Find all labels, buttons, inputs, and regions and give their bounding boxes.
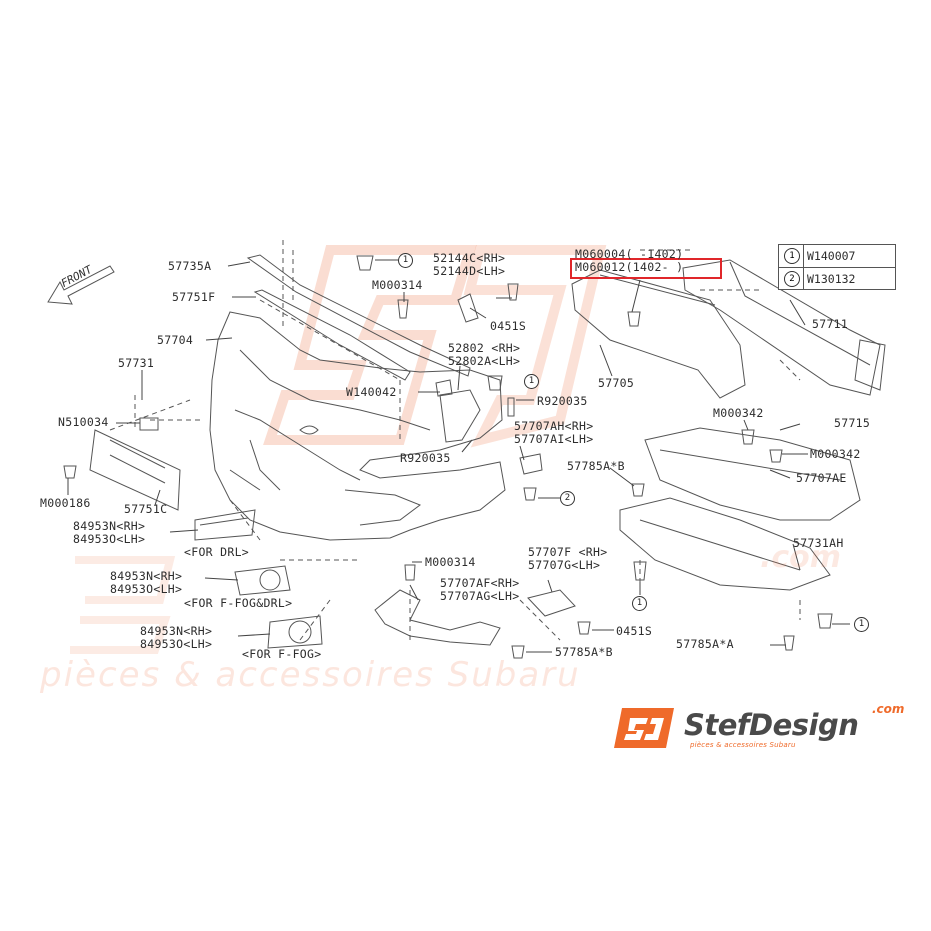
part-label: M000342 — [713, 406, 764, 420]
part-label: 57785A*B — [555, 645, 613, 659]
part-label: 57785A*B — [567, 459, 625, 473]
part-label: 52802 <RH> — [448, 341, 521, 355]
part-label: 84953O<LH> — [140, 637, 213, 651]
callout-circle: 1 — [632, 596, 647, 611]
watermark-dotcom: .com — [760, 540, 842, 575]
part-label: 57785A*A — [676, 637, 734, 651]
part-label: N510034 — [58, 415, 109, 429]
highlighted-part-label: M060012(1402- ) — [575, 260, 684, 274]
sd-logo-icon — [614, 708, 674, 748]
part-label: 0451S — [616, 624, 653, 638]
part-label: 84953N<RH> — [140, 624, 213, 638]
part-label: 57707AI<LH> — [514, 432, 594, 446]
part-label: 57731AH — [793, 536, 844, 550]
part-label: M000314 — [372, 278, 423, 292]
callout-circle: 2 — [560, 491, 575, 506]
legend-number: 2 — [784, 271, 800, 287]
part-label: M000314 — [425, 555, 476, 569]
part-label: 52144D<LH> — [433, 264, 506, 278]
part-label: 57707AG<LH> — [440, 589, 520, 603]
highlighted-part-box — [570, 258, 722, 279]
callout-circle: 1 — [524, 374, 539, 389]
callout-circle: 1 — [854, 617, 869, 632]
part-label: 52144C<RH> — [433, 251, 506, 265]
legend-row: 1 W140007 — [779, 245, 895, 267]
part-label: M000342 — [810, 447, 861, 461]
logo-tagline: pièces & accessoires Subaru — [690, 741, 796, 749]
part-label: 84953O<LH> — [110, 582, 183, 596]
part-label: R920035 — [400, 451, 451, 465]
legend-number: 1 — [784, 248, 800, 264]
brand-logo: StefDesign .com pièces & accessoires Sub… — [612, 702, 922, 756]
part-label: W140042 — [346, 385, 397, 399]
part-label: 84953N<RH> — [110, 569, 183, 583]
part-label: 57735A — [168, 259, 212, 273]
part-label: M060004( -1402) — [575, 247, 684, 261]
variant-note: <FOR F-FOG&DRL> — [184, 596, 293, 610]
variant-note: <FOR DRL> — [184, 545, 250, 559]
part-label: 57715 — [834, 416, 871, 430]
part-label: 57707AH<RH> — [514, 419, 594, 433]
logo-dotcom: .com — [872, 702, 905, 716]
variant-note: <FOR F-FOG> — [242, 647, 322, 661]
legend-code: W130132 — [807, 272, 856, 286]
watermark-tagline: pièces & accessoires Subaru — [40, 655, 581, 695]
part-label: 57705 — [598, 376, 635, 390]
fastener-legend: 1 W140007 2 W130132 — [778, 244, 896, 290]
part-label: 57707F <RH> — [528, 545, 608, 559]
logo-wordmark: StefDesign — [684, 708, 859, 742]
part-label: R920035 — [537, 394, 588, 408]
part-label: 0451S — [490, 319, 527, 333]
part-label: 57707AF<RH> — [440, 576, 520, 590]
part-label: 57731 — [118, 356, 155, 370]
part-label: 57751C — [124, 502, 168, 516]
legend-code: W140007 — [807, 249, 856, 263]
part-label: 84953N<RH> — [73, 519, 146, 533]
part-label: 57751F — [172, 290, 216, 304]
part-label: 84953O<LH> — [73, 532, 146, 546]
part-label: 57704 — [157, 333, 194, 347]
callout-circle: 1 — [398, 253, 413, 268]
part-label: 57707G<LH> — [528, 558, 601, 572]
part-label: 57711 — [812, 317, 849, 331]
part-label: 57707AE — [796, 471, 847, 485]
part-label: 52802A<LH> — [448, 354, 521, 368]
legend-row: 2 W130132 — [779, 267, 895, 290]
part-label: M000186 — [40, 496, 91, 510]
